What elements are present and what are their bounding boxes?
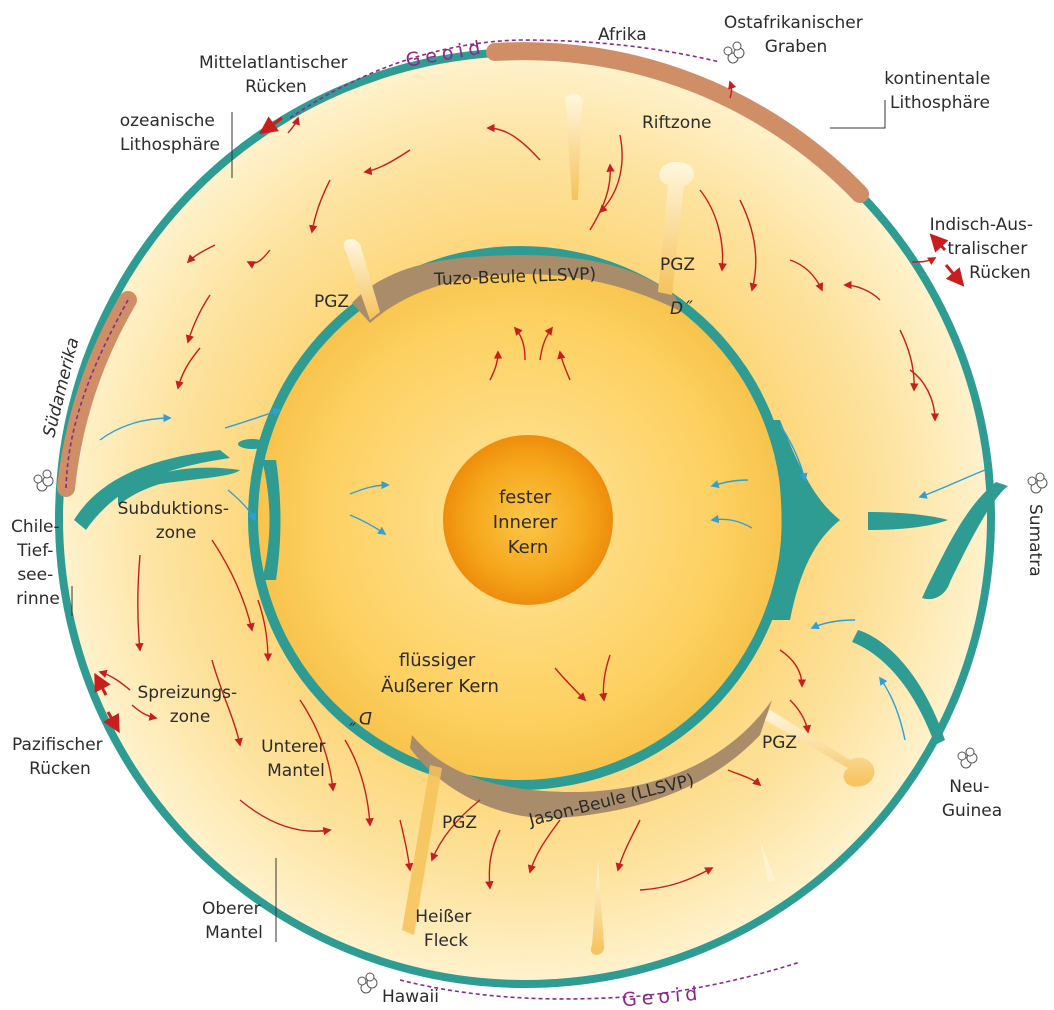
label-oberer-mantel: Oberer Mantel bbox=[202, 899, 266, 943]
label-pgz-bottom-right: PGZ bbox=[762, 733, 797, 753]
ridge-arrow bbox=[946, 265, 962, 284]
label-ostafrika: Ostafrikanischer Graben bbox=[724, 13, 868, 57]
label-ozeanische-lithosphaere: ozeanische Lithosphäre bbox=[120, 111, 221, 155]
label-chile-tiefseerinne: Chile- Tief- see- rinne bbox=[11, 517, 65, 609]
label-kontinentale-lithosphaere: kontinentale Lithosphäre bbox=[884, 69, 995, 113]
volcano-icon-ostafrika bbox=[724, 42, 744, 63]
leader-line-kontinental bbox=[830, 100, 885, 128]
label-afrika: Afrika bbox=[598, 25, 647, 45]
volcano-icon-chile bbox=[34, 470, 53, 491]
label-pazifischer-ruecken: Pazifischer Rücken bbox=[12, 735, 108, 779]
volcano-icon-sumatra bbox=[1028, 473, 1047, 493]
geoid-label-bottom: Geoid bbox=[621, 982, 703, 1010]
volcano-icon-neuguinea bbox=[958, 748, 977, 768]
label-hawaii: Hawaii bbox=[382, 987, 439, 1007]
ridge-arrow bbox=[932, 236, 945, 250]
label-neuguinea: Neu- Guinea bbox=[942, 777, 1002, 821]
label-pgz-bottom-left: PGZ bbox=[442, 813, 477, 833]
label-riftzone: Riftzone bbox=[642, 113, 711, 133]
volcano-icon-hawaii bbox=[358, 973, 377, 993]
label-d-top: D˝ bbox=[670, 299, 693, 319]
slab-west-fragment bbox=[238, 439, 266, 449]
label-pgz-top-left: PGZ bbox=[314, 292, 349, 312]
label-d-bottom: D˝ bbox=[349, 707, 372, 727]
label-sumatra: Sumatra bbox=[1025, 504, 1045, 577]
label-pgz-top-right: PGZ bbox=[660, 255, 695, 275]
